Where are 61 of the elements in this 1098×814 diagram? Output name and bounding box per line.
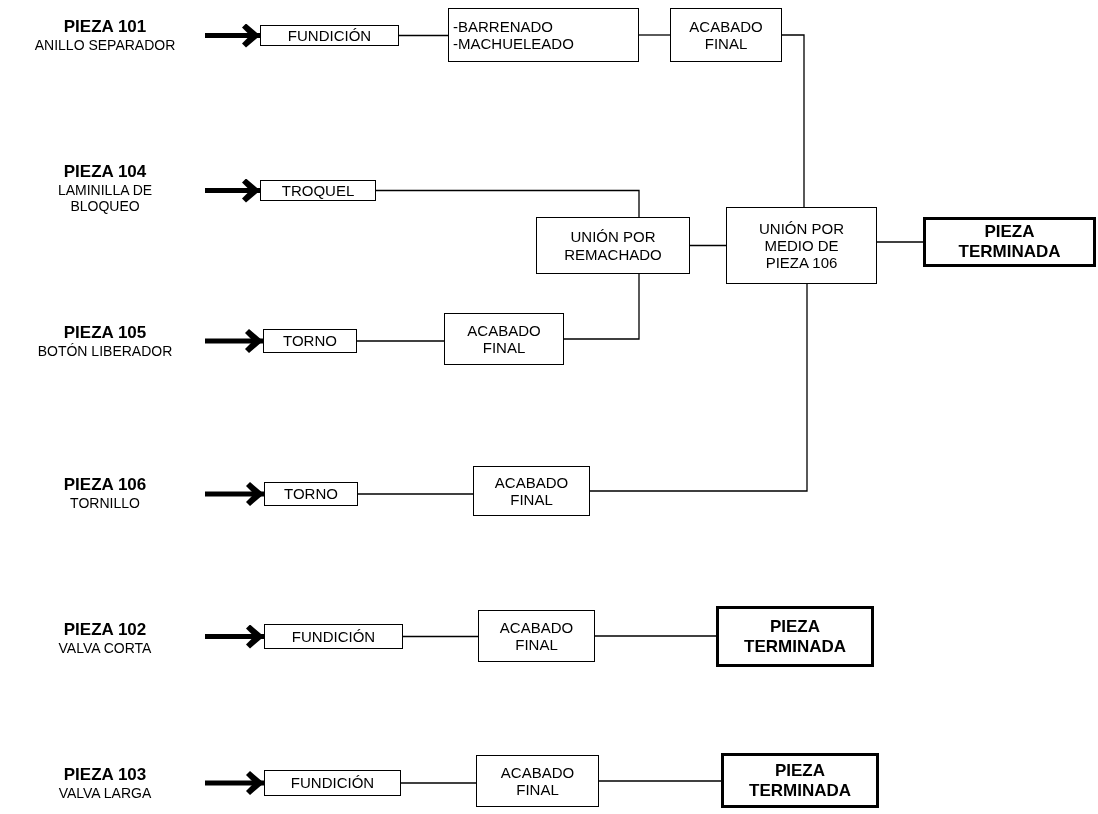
process-step-text: TORNO: [283, 332, 337, 350]
result-text: PIEZA TERMINADA: [748, 760, 852, 801]
process-step-text: UNIÓN POR MEDIO DE PIEZA 106: [758, 219, 845, 272]
process-box: [264, 482, 358, 506]
process-step-text: ACABADO FINAL: [493, 473, 570, 509]
process-box: [478, 610, 595, 662]
process-step-text: FUNDICIÓN: [290, 774, 375, 792]
part-number: PIEZA 103: [63, 765, 147, 785]
connector-line: [594, 635, 717, 637]
process-step-text: ACABADO FINAL: [498, 618, 575, 654]
process-step-text: ACABADO FINAL: [688, 17, 764, 53]
connector-line: [356, 340, 445, 342]
connector-line: [375, 189, 640, 218]
connector-line: [689, 244, 727, 247]
part-description: VALVA CORTA: [58, 639, 152, 656]
connector-line: [400, 782, 477, 784]
process-box: [536, 217, 690, 274]
process-box: [263, 329, 357, 353]
process-box: [448, 8, 639, 62]
connector-line: [638, 34, 671, 36]
part-number: PIEZA 106: [63, 475, 147, 495]
part-description: ANILLO SEPARADOR: [34, 36, 176, 53]
process-step-text: TROQUEL: [281, 181, 355, 200]
connector-line: [402, 635, 479, 638]
connector-line: [876, 241, 924, 243]
connector-line: [357, 493, 474, 495]
connector-line: [563, 273, 640, 340]
process-box: [260, 25, 399, 46]
process-box: [264, 770, 401, 796]
process-step-text: FUNDICIÓN: [287, 26, 372, 45]
connector-line: [398, 34, 449, 37]
result-text: PIEZA TERMINADA: [957, 222, 1062, 262]
process-step-text: FUNDICIÓN: [291, 627, 376, 646]
part-number: PIEZA 101: [63, 17, 147, 37]
connector-line: [781, 34, 805, 208]
part-description: VALVA LARGA: [58, 784, 152, 801]
result-box: [716, 606, 874, 667]
part-description: TORNILLO: [70, 494, 140, 511]
process-step-text: ACABADO FINAL: [499, 763, 576, 799]
process-box: [260, 180, 376, 201]
process-step-text: TORNO: [284, 485, 338, 503]
part-number: PIEZA 105: [63, 323, 147, 343]
connector-line: [598, 780, 722, 782]
process-box: [264, 624, 403, 649]
part-number: PIEZA 104: [63, 162, 147, 182]
process-step-text: -BARRENADO: [453, 17, 553, 35]
part-description: LAMINILLA DE BLOQUEO: [56, 181, 154, 214]
process-box: [476, 755, 599, 807]
process-box: [473, 466, 590, 516]
result-text: PIEZA TERMINADA: [743, 616, 847, 657]
connector-line: [589, 283, 808, 492]
process-box: [726, 207, 877, 284]
process-step-text: UNIÓN POR REMACHADO: [563, 228, 663, 263]
process-step-text: -MACHUELEADO: [453, 35, 574, 53]
process-step-text: ACABADO FINAL: [466, 321, 542, 357]
process-box: [670, 8, 782, 62]
part-description: BOTÓN LIBERADOR: [37, 342, 173, 359]
process-box: [444, 313, 564, 365]
result-box: [923, 217, 1096, 267]
part-number: PIEZA 102: [63, 620, 147, 640]
result-box: [721, 753, 879, 808]
